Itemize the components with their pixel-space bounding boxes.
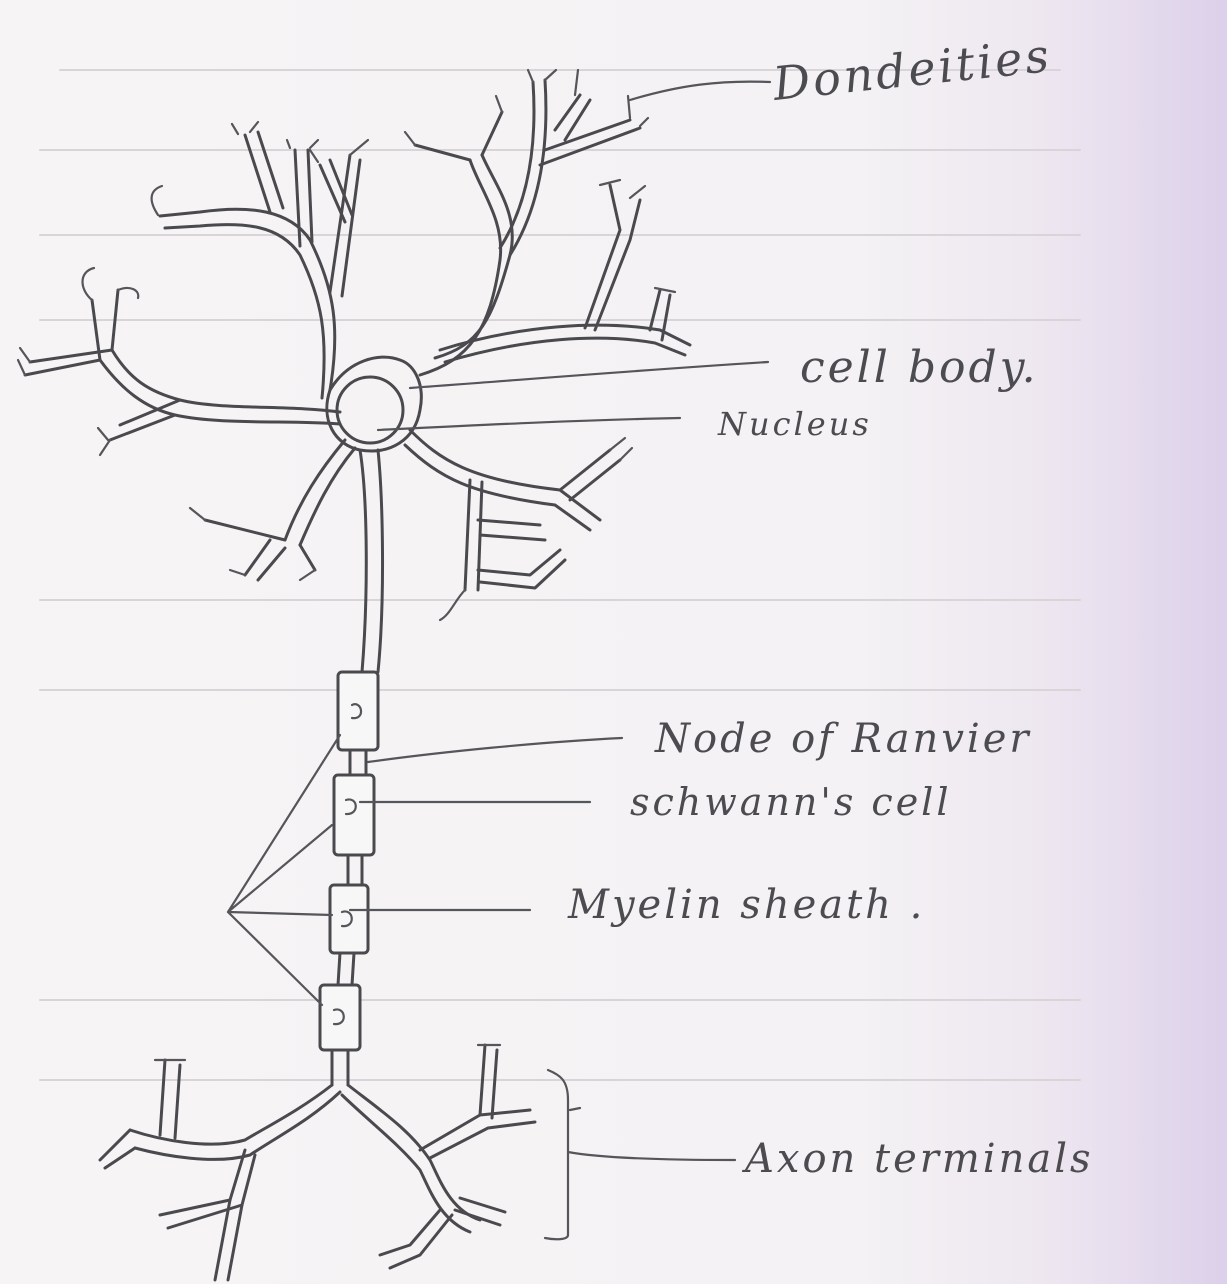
- nucleus-leader: [378, 418, 680, 430]
- schwann-cell-segment: [338, 672, 378, 750]
- dendrites-leader: [630, 82, 770, 100]
- paper-show-through: [40, 70, 1080, 1080]
- myelin-pointer-lines: [228, 735, 340, 1005]
- nucleus: [337, 377, 403, 443]
- axon-terminal-bracket: [545, 1070, 735, 1239]
- labels: Dondeities cell body. Nucleus Node of Ra…: [567, 28, 1094, 1182]
- schwann-cell-segment: [320, 985, 360, 1050]
- axon: [360, 450, 383, 672]
- node-of-ranvier-label: Node of Ranvier: [654, 716, 1032, 762]
- cell-body-label: cell body.: [800, 342, 1039, 393]
- node-of-ranvier-leader: [368, 738, 622, 762]
- schwann-cell-segment: [334, 775, 374, 855]
- cell-body-leader: [410, 362, 768, 388]
- schwann-cell-segment: [330, 885, 368, 953]
- axon-terminals-label: Axon terminals: [741, 1136, 1094, 1182]
- nucleus-label: Nucleus: [717, 405, 872, 443]
- schwanns-cell-label: schwann's cell: [630, 780, 952, 824]
- dendrites-label: Dondeities: [770, 28, 1055, 111]
- dendrites: [18, 70, 690, 620]
- myelin-segments: [320, 672, 378, 1085]
- myelin-sheath-label: Myelin sheath .: [567, 882, 925, 928]
- cell-body: [327, 357, 421, 451]
